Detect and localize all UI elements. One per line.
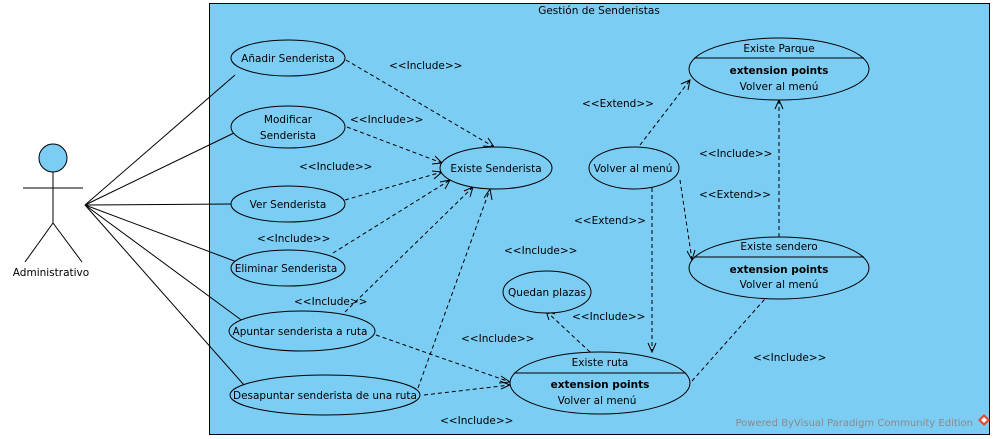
label-include: <<Include>> [257, 233, 330, 245]
use-case-label-line1: Modificar [264, 114, 313, 126]
dep-apuntar-existe-senderista [344, 186, 474, 313]
watermark: Powered ByVisual Paradigm Community Edit… [736, 414, 990, 429]
extension-point: Volver al menú [740, 279, 819, 291]
use-case-label: Quedan plazas [508, 287, 586, 299]
use-case-shape [230, 105, 346, 149]
use-case-shape [688, 37, 870, 101]
extension-point: Volver al menú [740, 81, 819, 93]
dep-modificar-existe-senderista [346, 126, 443, 164]
watermark-text: Powered ByVisual Paradigm Community Edit… [736, 418, 974, 429]
arrowhead [647, 342, 657, 354]
actor-right-leg [52, 222, 83, 263]
use-case-label: Eliminar Senderista [235, 263, 338, 275]
association-apuntar [84, 204, 245, 323]
use-case-existe-sendero[interactable]: Existe sendero extension points Volver a… [688, 236, 870, 300]
use-case-shape [509, 351, 691, 415]
use-case-modificar-senderista[interactable]: Modificar Senderista [230, 105, 346, 149]
association-desapuntar [84, 204, 245, 386]
label-extend: <<Extend>> [699, 189, 771, 201]
use-case-label: Ver Senderista [250, 199, 327, 211]
use-case-anadir-senderista[interactable]: Añadir Senderista [230, 39, 346, 77]
use-case-shape [230, 39, 346, 77]
label-include: <<Include>> [699, 148, 772, 160]
label-include: <<Include>> [572, 311, 645, 323]
use-case-shape [688, 236, 870, 300]
label-include: <<Include>> [504, 245, 577, 257]
dep-ver-existe-senderista [344, 171, 443, 201]
use-case-label: Existe Parque [743, 43, 814, 55]
actor-left-leg [24, 222, 54, 263]
label-include: <<Include>> [461, 333, 534, 345]
system-title: Gestión de Senderistas [538, 5, 660, 17]
dep-desapuntar-existe-senderista [417, 188, 491, 389]
use-case-shape [502, 270, 592, 314]
use-case-label: Añadir Senderista [241, 53, 335, 65]
actor-administrativo[interactable]: Administrativo [13, 143, 89, 279]
dep-desapuntar-existe-ruta [423, 384, 511, 396]
use-case-label: Desapuntar senderista de una ruta [233, 390, 417, 402]
use-case-desapuntar-senderista[interactable]: Desapuntar senderista de una ruta [229, 374, 421, 416]
association-eliminar [84, 204, 238, 263]
use-case-apuntar-senderista[interactable]: Apuntar senderista a ruta [228, 310, 376, 352]
dep-existe-ruta-quedan-plazas [545, 310, 591, 353]
association-anadir [84, 74, 236, 206]
use-case-label: Existe Senderista [450, 163, 541, 175]
dep-apuntar-existe-ruta [375, 334, 511, 383]
label-include: <<Include>> [299, 161, 372, 173]
extension-points-heading: extension points [730, 65, 829, 77]
use-case-label: Apuntar senderista a ruta [233, 326, 368, 338]
use-case-label-line2: Senderista [260, 130, 316, 142]
actor-head [38, 143, 68, 173]
use-case-eliminar-senderista[interactable]: Eliminar Senderista [230, 249, 346, 287]
extension-point: Volver al menú [558, 395, 637, 407]
dep-ruta-sendero [691, 281, 781, 382]
label-include: <<Include>> [389, 60, 462, 72]
use-case-volver-al-menu[interactable]: Volver al menú [588, 146, 680, 190]
use-case-shape [230, 249, 346, 287]
label-extend: <<Extend>> [582, 98, 654, 110]
use-case-existe-ruta[interactable]: Existe ruta extension points Volver al m… [509, 351, 691, 415]
use-case-existe-parque[interactable]: Existe Parque extension points Volver al… [688, 37, 870, 101]
use-case-shape [230, 185, 346, 223]
label-include: <<Include>> [350, 114, 423, 126]
actor-name: Administrativo [13, 267, 89, 279]
use-case-shape [439, 146, 553, 190]
dep-anadir-existe-senderista [345, 59, 495, 148]
use-case-label: Existe ruta [572, 357, 629, 369]
label-include: <<Include>> [294, 296, 367, 308]
extension-points-heading: extension points [730, 264, 829, 276]
label-include: <<Include>> [753, 352, 826, 364]
stereotype-labels: <<Include>> <<Include>> <<Include>> <<In… [257, 60, 826, 427]
association-modificar [84, 132, 235, 206]
label-include: <<Include>> [440, 415, 513, 427]
use-case-existe-senderista[interactable]: Existe Senderista [439, 146, 553, 190]
dep-eliminar-existe-senderista [332, 179, 451, 254]
extension-points-heading: extension points [551, 379, 650, 391]
use-case-label: Volver al menú [594, 163, 673, 175]
use-case-ver-senderista[interactable]: Ver Senderista [230, 185, 346, 223]
use-case-shape [229, 374, 421, 416]
use-case-label: Existe sendero [740, 241, 817, 253]
use-case-shape [228, 310, 376, 352]
use-case-quedan-plazas[interactable]: Quedan plazas [502, 270, 592, 314]
association-ver [84, 203, 233, 206]
associations [84, 74, 245, 386]
visual-paradigm-logo-icon [978, 414, 990, 426]
use-case-shape [588, 146, 680, 190]
label-extend: <<Extend>> [574, 215, 646, 227]
arrowhead [680, 79, 691, 91]
